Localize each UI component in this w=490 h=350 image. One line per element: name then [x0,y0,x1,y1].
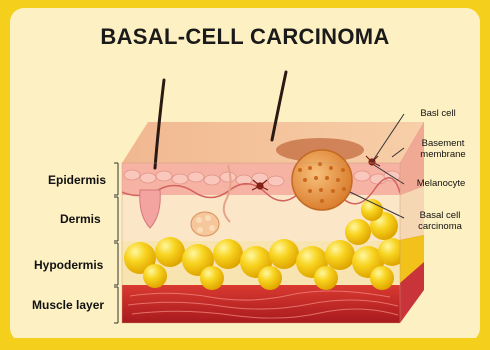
callout-basement-membrane: Basement membrane [404,138,482,160]
callout-basal-cell-carcinoma: Basal cell carcinoma [404,210,476,232]
label-muscle-layer: Muscle layer [32,298,104,312]
muscle-layer [122,285,400,323]
label-hypodermis: Hypodermis [34,258,103,272]
callout-basal-cell: Basl cell [408,108,468,119]
label-dermis: Dermis [60,212,101,226]
carcinoma-tumor [292,150,352,210]
label-epidermis: Epidermis [48,173,106,187]
diagram-title: BASAL-CELL CARCINOMA [0,24,490,50]
callout-melanocyte: Melanocyte [406,178,476,189]
